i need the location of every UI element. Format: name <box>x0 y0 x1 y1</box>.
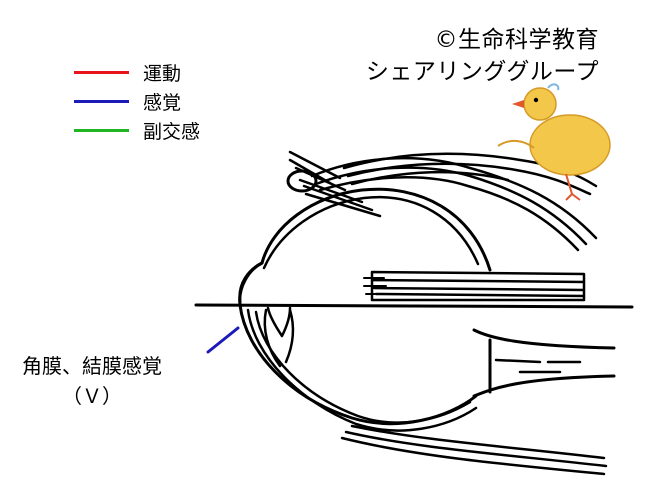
horizontal-section-line <box>194 303 634 309</box>
trochlea <box>286 169 318 193</box>
chick-head <box>523 87 557 121</box>
copyright-line-2: シェアリンググループ <box>365 59 599 85</box>
chick-tuft <box>547 83 560 91</box>
sclera-layer-1 <box>246 308 478 432</box>
chick-wing <box>497 140 535 149</box>
copyright-block: ©生命科学教育 シェアリンググループ <box>366 24 599 88</box>
legend-swatch-motor <box>74 71 129 74</box>
legend-item-motor: 運動 <box>74 58 200 87</box>
eyeball-inner-outline <box>262 195 480 270</box>
annotation-line-2: （Ｖ） <box>62 384 122 408</box>
annotation-pointer <box>206 326 240 354</box>
annotation-line-1: 角膜、結膜感覚 <box>22 354 162 378</box>
corneal-sensation-label: 角膜、結膜感覚 （Ｖ） <box>22 351 162 411</box>
inferior-rectus-muscle <box>340 424 608 476</box>
legend-item-parasympathetic: 副交感 <box>74 116 200 145</box>
lateral-rectus-insertion <box>363 277 389 295</box>
legend-swatch-sensory <box>74 100 129 103</box>
chick-eye <box>533 97 539 103</box>
lens <box>263 306 295 368</box>
sclera-layer-2 <box>254 310 472 424</box>
chick-beak <box>512 100 524 108</box>
legend-label-sensory: 感覚 <box>143 92 182 114</box>
legend-swatch-parasympathetic <box>74 129 129 132</box>
optic-nerve-core <box>494 358 582 374</box>
optic-nerve <box>472 328 616 398</box>
chick-legs <box>565 173 581 201</box>
cornea <box>238 261 264 307</box>
chick-body <box>529 114 611 176</box>
legend-item-sensory: 感覚 <box>74 87 200 116</box>
copyright-line-1: ©生命科学教育 <box>434 27 599 53</box>
legend-label-motor: 運動 <box>143 63 182 85</box>
legend-label-parasympathetic: 副交感 <box>143 121 201 143</box>
lateral-rectus-muscle <box>370 270 586 302</box>
legend: 運動 感覚 副交感 <box>74 58 200 145</box>
